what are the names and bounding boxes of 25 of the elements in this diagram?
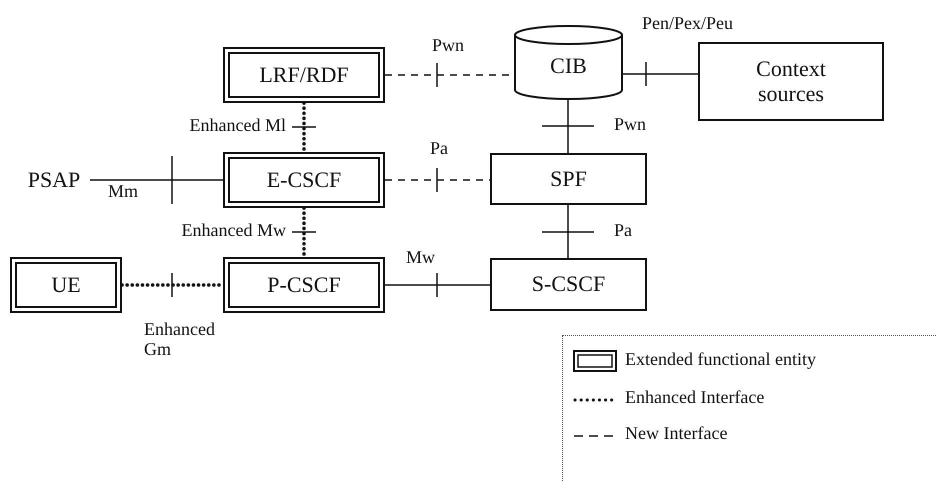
entity-box [490, 153, 647, 205]
entity-name: SPF [550, 166, 587, 192]
entity-name: LRF/RDF [259, 62, 349, 88]
extended-entity-box [223, 257, 385, 313]
legend-text: Enhanced Interface [625, 387, 764, 408]
interface-line [567, 100, 569, 153]
entity-name: PSAP [28, 168, 80, 192]
interface-line [385, 179, 490, 181]
entity-name: E-CSCF [266, 168, 342, 192]
legend-text: Extended functional entity [625, 349, 816, 370]
entity-box [698, 42, 884, 121]
interface-line [385, 284, 490, 286]
entity-name: CIB [550, 54, 587, 79]
extended-entity-box [223, 47, 385, 103]
legend-text: New Interface [625, 423, 728, 444]
entity-box [490, 258, 647, 311]
entity-name: UE [51, 272, 81, 298]
entity-name: S-CSCF [532, 272, 606, 297]
interface-line [567, 205, 569, 258]
interface-line [90, 179, 223, 181]
entity-name: P-CSCF [267, 272, 341, 298]
extended-entity-box [223, 152, 385, 208]
entity-name: Context sources [755, 57, 827, 106]
extended-entity-box [10, 257, 122, 313]
interface-line [623, 73, 698, 75]
